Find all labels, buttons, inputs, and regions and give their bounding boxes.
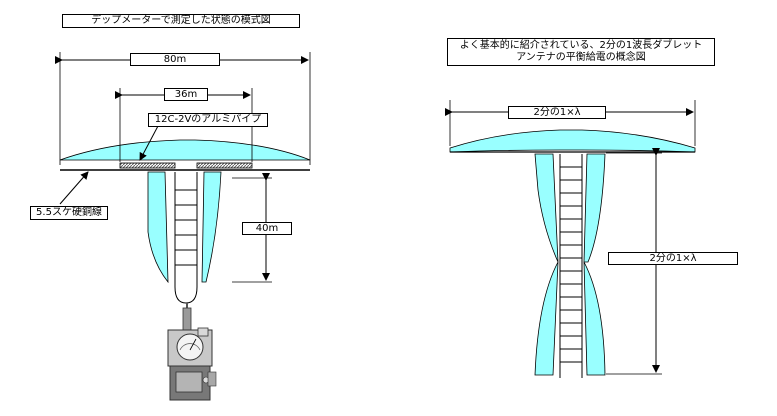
right-aluminium-pipe <box>196 162 253 169</box>
right-feeder-current-upper-right <box>583 153 606 263</box>
wire-label: 5.5スケ硬銅線 <box>30 206 108 220</box>
dim-36m-label: 36m <box>164 88 208 101</box>
left-aluminium-pipe <box>119 162 176 169</box>
right-diagram-title: よく基本的に紹介されている、2分の1波長ダブレット アンテナの平衡給電の概念図 <box>447 38 715 66</box>
dim-half-wave-top-label: 2分の1×λ <box>508 106 606 119</box>
dim-80m-label: 80m <box>130 53 220 66</box>
pipe-label: 12C-2Vのアルミパイプ <box>148 113 268 127</box>
left-feeder-current-left <box>147 171 169 284</box>
dim-half-wave-feeder-label: 2分の1×λ <box>608 252 738 265</box>
right-element-current-distribution <box>449 129 696 153</box>
right-ladder-feeder <box>559 154 583 378</box>
dip-meter-icon <box>167 303 217 401</box>
right-diagram-title-line2: アンテナの平衡給電の概念図 <box>516 52 646 63</box>
right-diagram-title-line1: よく基本的に紹介されている、2分の1波長ダブレット <box>459 40 703 51</box>
right-antenna-diagram <box>445 100 696 378</box>
pipe-leader-line <box>139 125 159 161</box>
right-feeder-current-upper-left <box>534 153 559 263</box>
left-feeder-current-right <box>201 171 222 283</box>
left-ladder-feeder <box>174 172 198 304</box>
dim-40m-label: 40m <box>242 222 292 235</box>
left-antenna-diagram <box>55 52 311 304</box>
left-diagram-title: デップメーターで測定した状態の模式図 <box>62 14 300 28</box>
left-element-current-distribution <box>59 139 311 161</box>
wire-leader-line <box>59 171 89 205</box>
right-feeder-current-lower-left <box>534 261 559 376</box>
right-feeder-current-lower-right <box>583 261 606 376</box>
